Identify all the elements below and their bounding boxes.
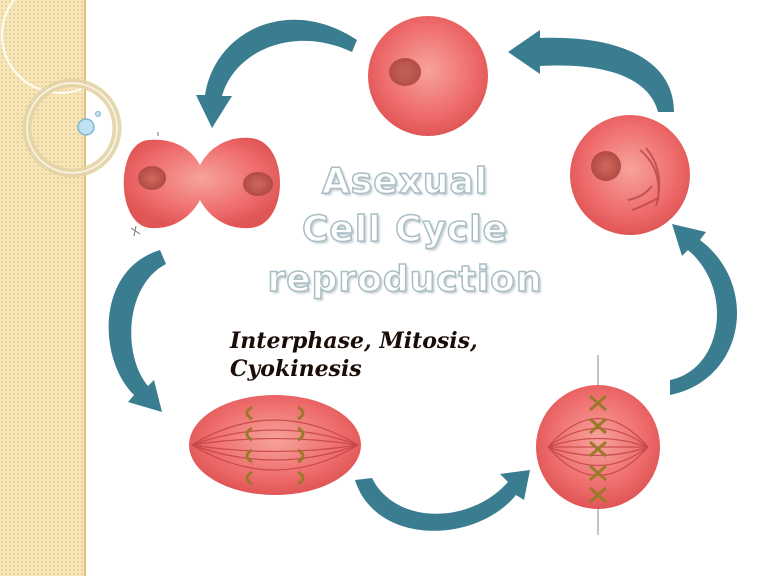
cycle-arrows — [108, 19, 738, 531]
sidebar-edge — [84, 0, 86, 576]
bubble-icon — [77, 118, 95, 136]
cell-prophase — [570, 115, 690, 235]
circular-arrow-icon — [508, 30, 674, 112]
cell-interphase — [368, 16, 488, 136]
circular-arrow-icon — [108, 250, 166, 412]
title-line-2: Cell Cycle — [301, 208, 509, 251]
title-line-3: reproduction — [267, 258, 543, 301]
cell-metaphase — [536, 355, 660, 535]
circular-arrow-icon — [196, 19, 357, 129]
cell-anaphase — [189, 395, 361, 495]
circular-arrow-icon — [670, 224, 738, 395]
decorative-rings — [1, 0, 122, 178]
circular-arrow-icon — [355, 470, 530, 531]
cell-cytokinesis — [123, 137, 280, 229]
subtitle-phases: Interphase, Mitosis, Cyokinesis — [230, 328, 478, 382]
title-line-1: Asexual — [321, 160, 489, 203]
small-mark — [130, 132, 159, 237]
